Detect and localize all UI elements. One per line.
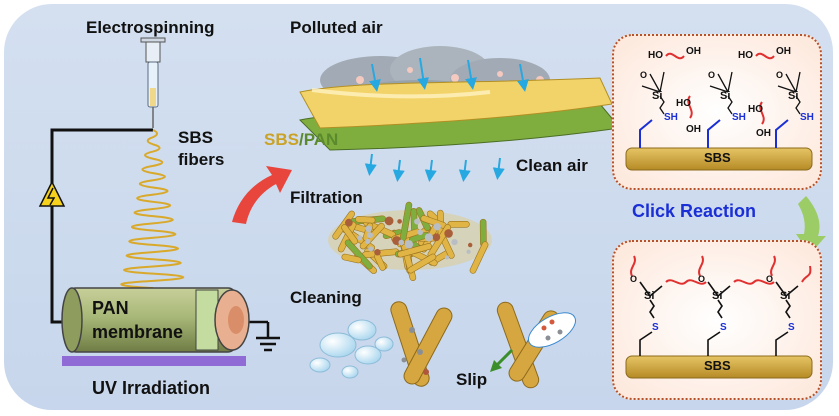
trapped-particle	[357, 235, 363, 241]
mat-fiber	[355, 215, 376, 224]
si-label-6: Si	[780, 290, 791, 302]
trapped-particle	[451, 238, 458, 246]
si-label-2: Si	[720, 90, 731, 102]
ethylene-glycol-molecules	[665, 52, 775, 125]
syringe-icon	[140, 37, 166, 128]
sbs-bar-bottom	[625, 355, 813, 379]
polluted-air-label: Polluted air	[290, 18, 383, 37]
process-arrow-red	[232, 166, 292, 224]
o-label-6: O	[766, 274, 774, 284]
s-label-1: S	[652, 322, 659, 333]
vinyl-groups	[639, 119, 789, 148]
ho-label-4: HO	[748, 104, 763, 115]
o-label-5: O	[698, 274, 706, 284]
s-label-3: S	[788, 322, 795, 333]
o-label-1: O	[640, 70, 648, 80]
ho-label-1: HO	[648, 50, 663, 61]
trapped-particle	[467, 242, 473, 248]
water-droplets	[309, 319, 394, 379]
mat-fiber	[341, 253, 362, 264]
thioether-chains	[639, 281, 799, 356]
trapped-particle	[344, 218, 353, 227]
silane-molecules	[641, 71, 801, 115]
pan-membrane-collector	[61, 287, 250, 353]
trapped-particle	[365, 225, 372, 233]
pan-membrane-label-line1: PAN	[92, 298, 129, 318]
trapped-particle	[368, 246, 374, 252]
s-label-2: S	[720, 322, 727, 333]
high-voltage-icon	[38, 180, 66, 207]
trapped-particle	[398, 239, 405, 246]
crosslink-chains	[630, 255, 812, 285]
trapped-particle	[404, 240, 414, 249]
mat-fiber	[407, 253, 437, 274]
o-label-2: O	[708, 70, 716, 80]
si-label-5: Si	[712, 290, 723, 302]
mat-fiber	[341, 224, 359, 245]
sbs-fiber-spiral	[120, 129, 185, 289]
pan-membrane-label-line2: membrane	[92, 322, 184, 342]
trapped-particle	[365, 238, 371, 244]
sbs-fibers-label-line2: fibers	[178, 150, 225, 169]
sh-label-1: SH	[664, 112, 678, 123]
sh-label-2: SH	[732, 112, 746, 123]
oh-label-1: OH	[686, 46, 701, 57]
circuit-wire	[50, 128, 153, 324]
trapped-particle	[414, 218, 420, 225]
filtration-fiber-mat	[328, 201, 492, 281]
sbs-pan-label-pan: PAN	[303, 130, 339, 149]
ho-label-3: HO	[676, 98, 691, 109]
trapped-particle	[397, 219, 402, 224]
uv-lamp-bar	[62, 356, 246, 366]
trapped-particle	[366, 232, 374, 239]
trapped-particle	[466, 249, 471, 254]
trapped-particle	[444, 255, 450, 260]
sbs-bottom-label: SBS	[704, 358, 731, 373]
sbs-pan-label: SBS/PAN	[264, 130, 338, 150]
trapped-particle	[432, 233, 441, 242]
trapped-particle	[384, 216, 394, 226]
si-label-4: Si	[644, 290, 655, 302]
trapped-particle	[433, 223, 441, 231]
click-reaction-label: Click Reaction	[632, 201, 757, 221]
oh-label-2: OH	[776, 46, 791, 57]
sh-label-3: SH	[800, 112, 814, 123]
clean-air-label: Clean air	[516, 156, 588, 175]
uv-irradiation-label: UV Irradiation	[92, 378, 211, 398]
oh-label-4: OH	[756, 128, 771, 139]
si-label-1: Si	[652, 90, 663, 102]
sbs-pan-label-sbs: SBS	[264, 130, 299, 149]
o-label-3: O	[776, 70, 784, 80]
sbs-pan-label-slash: /	[298, 130, 304, 149]
filtration-label: Filtration	[290, 188, 363, 207]
mat-fiber	[397, 243, 433, 258]
sbs-top-label: SBS	[704, 150, 731, 165]
cleaning-fibers	[390, 301, 576, 389]
air-flow-arrows	[364, 57, 529, 182]
sbs-fibers-label-line1: SBS	[178, 128, 213, 147]
cleaning-label: Cleaning	[290, 288, 362, 307]
sbs-bar-top	[625, 147, 813, 171]
trapped-particle	[424, 233, 433, 242]
ground-icon	[236, 320, 280, 352]
process-arrow-green	[796, 196, 826, 254]
oh-label-3: OH	[686, 124, 701, 135]
trapped-particle	[417, 229, 424, 236]
o-label-4: O	[630, 274, 638, 284]
mat-fiber	[469, 241, 489, 274]
trapped-particle	[444, 229, 453, 238]
slip-arrow	[490, 348, 514, 372]
trapped-particle	[374, 248, 381, 256]
slip-label: Slip	[456, 370, 488, 389]
si-label-3: Si	[788, 90, 799, 102]
electrospinning-label: Electrospinning	[86, 18, 215, 37]
ho-label-2: HO	[738, 50, 753, 61]
